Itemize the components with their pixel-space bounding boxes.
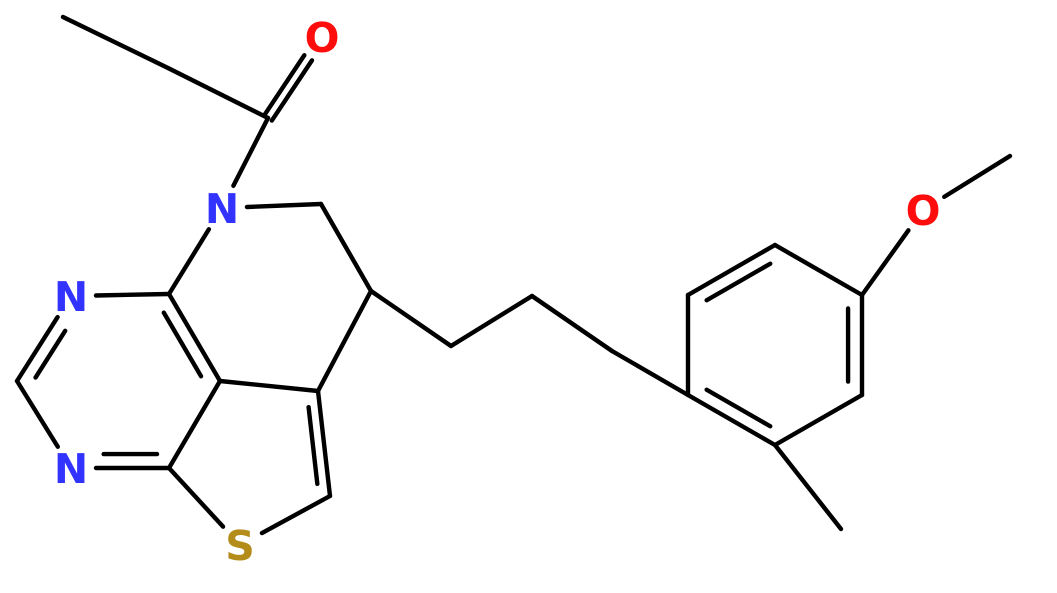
bond-C5-W1 bbox=[368, 288, 454, 349]
label-halo-n3 bbox=[50, 447, 92, 489]
atom-label-n7: N bbox=[205, 185, 239, 233]
bond-A5-A6 bbox=[685, 392, 778, 448]
label-halo-n7 bbox=[201, 187, 243, 229]
bond-A1-A2-inner bbox=[704, 261, 773, 303]
bond-A3-OME bbox=[859, 228, 911, 298]
bond-N1-C8a bbox=[93, 291, 172, 298]
bond-A5-A6-inner bbox=[704, 387, 773, 429]
atom-label-n3: N bbox=[54, 445, 88, 493]
bond-W1-W2 bbox=[448, 293, 535, 349]
bond-C5-CQ bbox=[315, 288, 374, 394]
bond-C8a-N7 bbox=[166, 227, 212, 297]
bond-N3-C2 bbox=[14, 378, 61, 449]
bond-CQ-CB-inner bbox=[306, 404, 320, 487]
label-halo-n1 bbox=[50, 275, 92, 317]
atom-label-n1: N bbox=[54, 273, 88, 321]
bond-W2-W3 bbox=[529, 293, 615, 354]
bond-C2-N1-inner bbox=[33, 328, 68, 380]
atom-label-oco: O bbox=[305, 14, 340, 62]
bond-CE1-CE2 bbox=[60, 14, 171, 71]
bond-C2-N1 bbox=[14, 314, 60, 384]
bond-A1-A2 bbox=[685, 242, 778, 298]
bond-N7-C6 bbox=[244, 201, 324, 210]
bond-A4-A5 bbox=[772, 392, 865, 448]
bond-C8a-C4a bbox=[166, 291, 223, 384]
label-halo-oco bbox=[301, 16, 343, 58]
atom-label-ome: O bbox=[906, 187, 941, 235]
bond-CB-S1 bbox=[259, 493, 333, 536]
bond-CQ-CB bbox=[315, 388, 333, 499]
bond-C8a-C4a-inner bbox=[161, 310, 204, 379]
bond-C4a-C4b bbox=[166, 378, 223, 471]
bond-OME-CME bbox=[942, 153, 1013, 200]
bond-CCO-OCO-b bbox=[261, 53, 307, 118]
bond-C6-C5 bbox=[318, 201, 374, 294]
bond-A5-CM2 bbox=[772, 442, 844, 532]
label-halo-ome bbox=[902, 189, 944, 231]
bond-W3-A6 bbox=[609, 348, 691, 398]
bond-A2-A3 bbox=[772, 242, 865, 298]
bond-S1-C4b bbox=[166, 465, 226, 529]
label-halo-s1 bbox=[219, 524, 261, 566]
bond-CCO-CE1 bbox=[165, 65, 271, 121]
bond-CCO-OCO-a bbox=[269, 58, 315, 123]
bond-N7-CCO bbox=[231, 115, 271, 188]
atom-label-s1: S bbox=[225, 522, 255, 570]
bond-C4a-CQ bbox=[217, 378, 321, 394]
